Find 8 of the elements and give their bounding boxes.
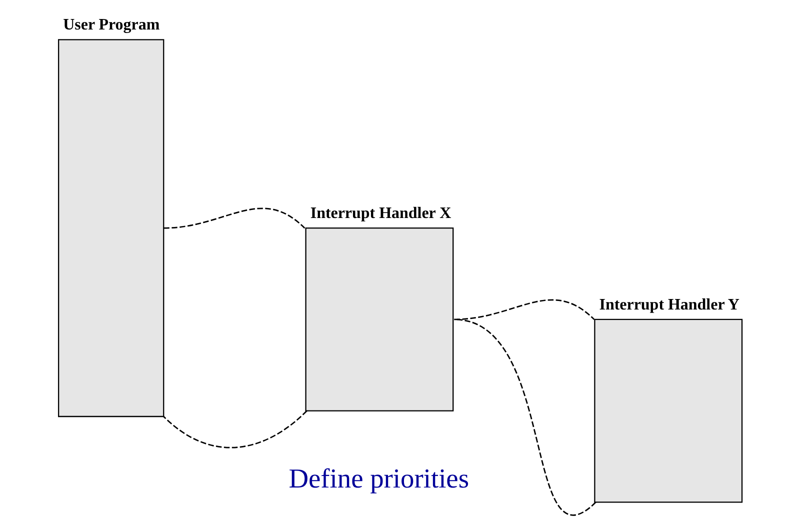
connector [162, 410, 307, 448]
node-label: Interrupt Handler X [310, 205, 451, 222]
connector [454, 318, 596, 515]
connector [163, 208, 305, 229]
node-label: User Program [62, 16, 160, 34]
connector [454, 299, 594, 320]
label: Define priorities [288, 464, 469, 494]
node-label: Interrupt Handler Y [598, 296, 739, 314]
